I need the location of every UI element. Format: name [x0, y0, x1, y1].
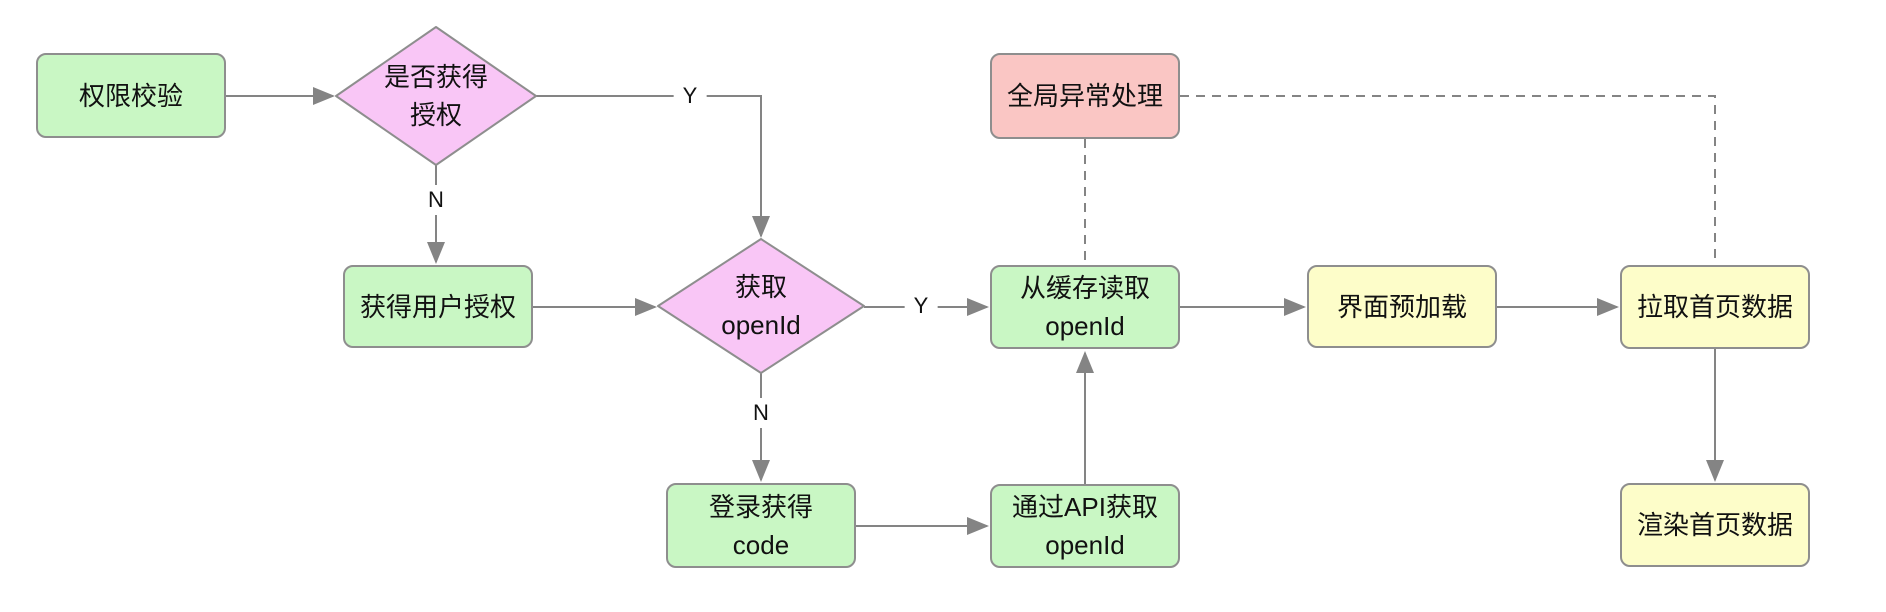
decision-has-auth-label: 是否获得 授权 [384, 58, 488, 134]
node-render-home-data: 渲染首页数据 [1620, 483, 1810, 567]
decision-label-line2: openId [721, 310, 801, 340]
node-label: 权限校验 [78, 80, 183, 111]
node-label-line2: code [732, 529, 790, 560]
node-fetch-home-data: 拉取首页数据 [1620, 265, 1810, 349]
dashed-edge-exception-to-fetch [1180, 95, 1716, 263]
node-read-openid-from-cache: 从缓存读取 openId [990, 265, 1180, 349]
edge-label-has-auth-yes: Y [673, 81, 707, 111]
node-ui-preload: 界面预加载 [1307, 265, 1497, 348]
decision-get-openid-label: 获取 openId [721, 268, 801, 344]
node-label: 渲染首页数据 [1636, 510, 1793, 540]
node-label: 全局异常处理 [1006, 81, 1163, 111]
node-label-line2: openId [1045, 311, 1125, 341]
edge-label-get-openid-no: N [744, 398, 778, 428]
node-label-line1: 从缓存读取 [1019, 273, 1150, 303]
node-permission-check: 权限校验 [36, 53, 226, 138]
node-global-exception-handler: 全局异常处理 [990, 53, 1180, 139]
decision-label-line1: 获取 [734, 272, 787, 302]
edge-label-get-openid-yes: Y [904, 291, 938, 321]
decision-has-auth-shape [335, 26, 537, 166]
decision-label-line2: 授权 [409, 100, 463, 130]
node-label-line1: 登录获得 [708, 491, 813, 522]
node-label: 界面预加载 [1336, 291, 1467, 322]
edge-has-auth-yes [536, 95, 770, 238]
node-get-openid-via-api: 通过API获取 openId [990, 484, 1180, 568]
node-login-get-code: 登录获得 code [666, 483, 856, 568]
node-label: 拉取首页数据 [1636, 292, 1793, 322]
node-label-line2: openId [1045, 530, 1125, 560]
node-label-line1: 通过API获取 [1012, 492, 1158, 522]
node-get-user-auth: 获得用户授权 [343, 265, 533, 348]
node-label: 获得用户授权 [359, 291, 516, 322]
decision-get-openid-shape [657, 238, 865, 374]
edge-label-has-auth-no: N [419, 185, 453, 215]
decision-label-line1: 是否获得 [383, 62, 489, 92]
